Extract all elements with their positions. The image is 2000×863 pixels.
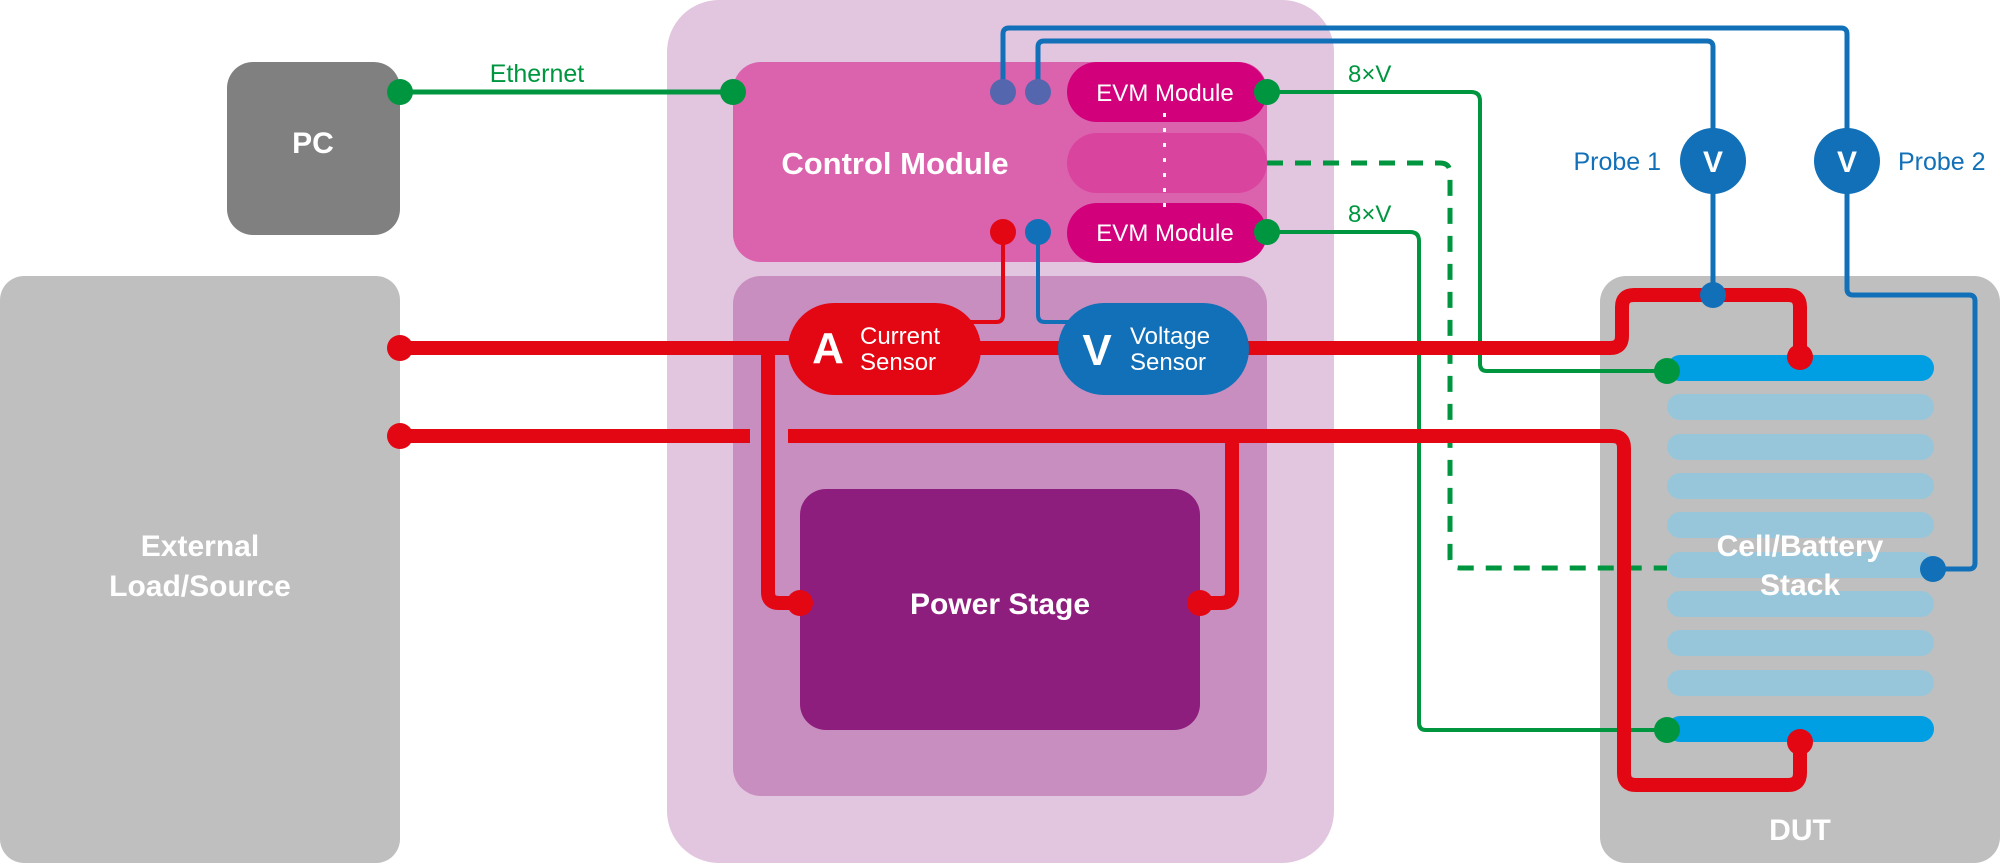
power-stage-label: Power Stage [910,588,1090,621]
probe1-wire [1035,38,1716,295]
evm-module-top[interactable] [1067,62,1267,122]
external-plus-terminal [387,335,413,361]
voltage-sensor-label-line1: Voltage [1130,323,1210,350]
probe1-meter[interactable] [1680,128,1746,194]
external-minus-terminal [387,423,413,449]
evm-bottom-sense-wire [1267,230,1667,732]
evm-bottom-port [1254,219,1280,245]
cell [1667,473,1934,499]
evm-bottom-label: EVM Module [1096,220,1233,247]
dut-label: DUT [1769,814,1831,847]
power-line-minus-right [788,429,1807,792]
external-label-line2: Load/Source [109,570,291,603]
current-sensor-symbol: A [812,324,844,373]
voltage-sensor-symbol: V [1082,326,1112,375]
probe2-label: Probe 2 [1898,148,1986,176]
probe1-symbol: V [1703,146,1723,179]
pc-ethernet-port [387,79,413,105]
probe2-port [990,79,1016,105]
evm-ellipsis-dots [1163,113,1166,207]
stack-minus-terminal [1787,729,1813,755]
current-sensor-label-line1: Current [860,323,940,350]
power-stage-left-terminal [787,590,813,616]
cell [1667,630,1934,656]
probe1-port [1025,79,1051,105]
power-stage-box[interactable] [800,489,1200,730]
current-sense-port [990,219,1016,245]
evm-module-middle-placeholder [1067,133,1267,193]
probe2-contact [1920,556,1946,582]
cell-top-sense-contact [1654,358,1680,384]
cell [1667,591,1934,617]
ethernet-label: Ethernet [490,60,585,88]
power-line-plus [400,288,1807,357]
control-ethernet-port [720,79,746,105]
battery-stack-label-line2: Stack [1760,569,1840,602]
external-load-source-box[interactable] [0,276,400,863]
cell [1667,670,1934,696]
current-sensor-wire [960,232,1005,324]
cell-bottom-sense-contact [1654,717,1680,743]
temperature-sense-dashed-wire [1267,160,1667,571]
battery-stack-label-line1: Cell/Battery [1717,530,1884,563]
voltage-sensor[interactable] [1058,303,1249,395]
power-stage-right-terminal [1187,590,1213,616]
evm-top-label: EVM Module [1096,80,1233,107]
control-module-label: Control Module [781,146,1008,181]
evm-top-port [1254,79,1280,105]
stack-plus-terminal [1787,344,1813,370]
voltage-sensor-wire [1036,232,1075,324]
probe1-label: Probe 1 [1573,148,1661,176]
current-sensor-label-line2: Sensor [860,349,936,376]
voltage-sensor-label-line2: Sensor [1130,349,1206,376]
cell-bottom [1667,716,1934,742]
evm-top-sense-wire [1267,90,1667,373]
cell [1667,512,1934,538]
probe2-meter[interactable] [1814,128,1880,194]
power-stage-right-wire [1200,436,1239,610]
connector-dots [387,79,1946,755]
pc-label: PC [292,127,334,160]
probe1-contact [1700,282,1726,308]
probe2-symbol: V [1837,146,1857,179]
probe2-wire [1000,25,1978,572]
current-sensor[interactable] [788,303,981,395]
external-label-line1: External [141,530,259,563]
voltage-sense-port [1025,219,1051,245]
cell [1667,434,1934,460]
power-stage-left-wire [761,348,800,610]
cell [1667,552,1934,578]
evm-bottom-sense-label: 8×V [1348,201,1391,228]
cell [1667,394,1934,420]
evm-module-bottom[interactable] [1067,203,1267,263]
pc-box[interactable] [227,62,400,235]
evm-top-sense-label: 8×V [1348,61,1391,88]
